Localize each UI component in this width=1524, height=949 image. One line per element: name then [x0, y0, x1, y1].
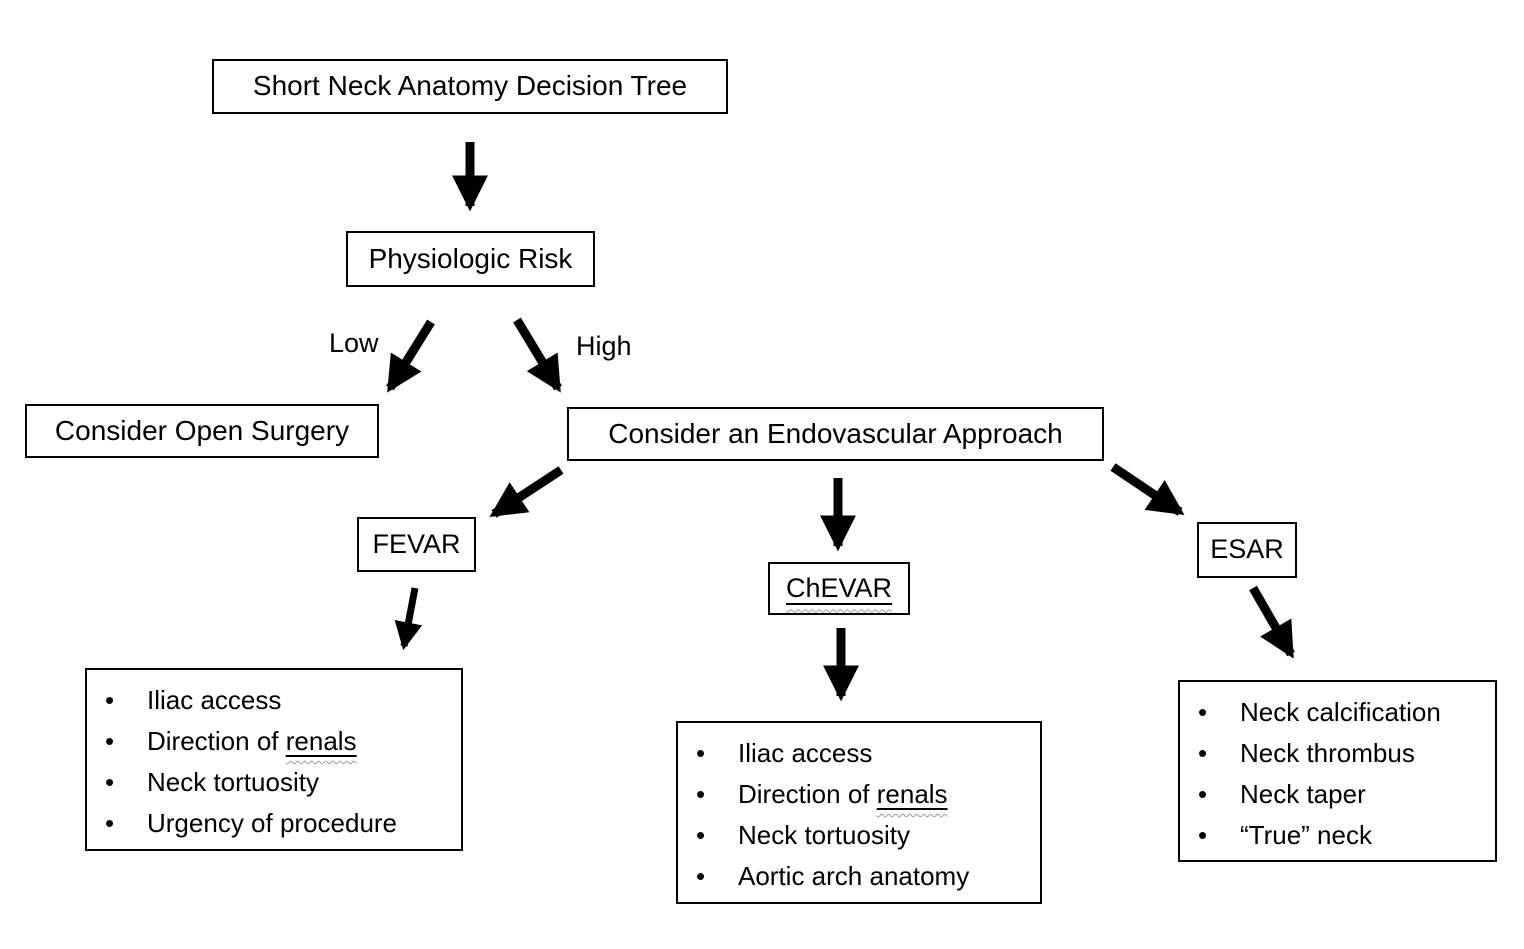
esar-node: ESAR: [1197, 522, 1297, 578]
fevar-considerations-list: Iliac access Direction of renals Neck to…: [87, 680, 461, 844]
list-item: Neck thrombus: [1180, 733, 1495, 774]
list-item: Direction of renals: [87, 721, 461, 762]
list-item: Neck tortuosity: [678, 815, 1040, 856]
chevar-node: ChEVAR: [768, 562, 910, 615]
physiologic-risk-node: Physiologic Risk: [346, 231, 595, 287]
arrow-high-to-endovascular: [513, 317, 562, 393]
endovascular-label: Consider an Endovascular Approach: [608, 417, 1063, 449]
arrow-endovascular-to-esar: [1110, 463, 1185, 516]
fevar-considerations-box: Iliac access Direction of renals Neck to…: [85, 668, 463, 851]
open-surgery-node: Consider Open Surgery: [25, 404, 379, 458]
edge-label-high: High: [576, 331, 632, 361]
fevar-label: FEVAR: [372, 528, 461, 559]
arrow-endovascular-to-fevar: [489, 466, 564, 518]
arrow-low-to-open-surgery: [386, 319, 435, 393]
title-node: Short Neck Anatomy Decision Tree: [212, 59, 728, 114]
endovascular-node: Consider an Endovascular Approach: [567, 407, 1104, 461]
list-item: Aortic arch anatomy: [678, 856, 1040, 897]
list-item: Iliac access: [87, 680, 461, 721]
physiologic-risk-label: Physiologic Risk: [368, 242, 573, 274]
list-item: “True” neck: [1180, 815, 1495, 856]
list-item: Urgency of procedure: [87, 803, 461, 844]
list-item: Neck tortuosity: [87, 762, 461, 803]
arrow-fevar-to-list: [394, 587, 423, 651]
chevar-considerations-box: Iliac access Direction of renals Neck to…: [676, 721, 1042, 904]
esar-considerations-list: Neck calcification Neck thrombus Neck ta…: [1180, 692, 1495, 856]
list-item: Neck calcification: [1180, 692, 1495, 733]
chevar-considerations-list: Iliac access Direction of renals Neck to…: [678, 733, 1040, 897]
chevar-label: ChEVAR: [785, 572, 893, 603]
arrow-esar-to-list: [1249, 585, 1295, 659]
list-item: Neck taper: [1180, 774, 1495, 815]
open-surgery-label: Consider Open Surgery: [54, 414, 350, 446]
list-item: Direction of renals: [678, 774, 1040, 815]
esar-label: ESAR: [1210, 534, 1284, 565]
list-item: Iliac access: [678, 733, 1040, 774]
edge-label-low: Low: [329, 328, 379, 358]
esar-considerations-box: Neck calcification Neck thrombus Neck ta…: [1178, 680, 1497, 862]
fevar-node: FEVAR: [357, 517, 476, 572]
diagram-title: Short Neck Anatomy Decision Tree: [252, 70, 688, 102]
